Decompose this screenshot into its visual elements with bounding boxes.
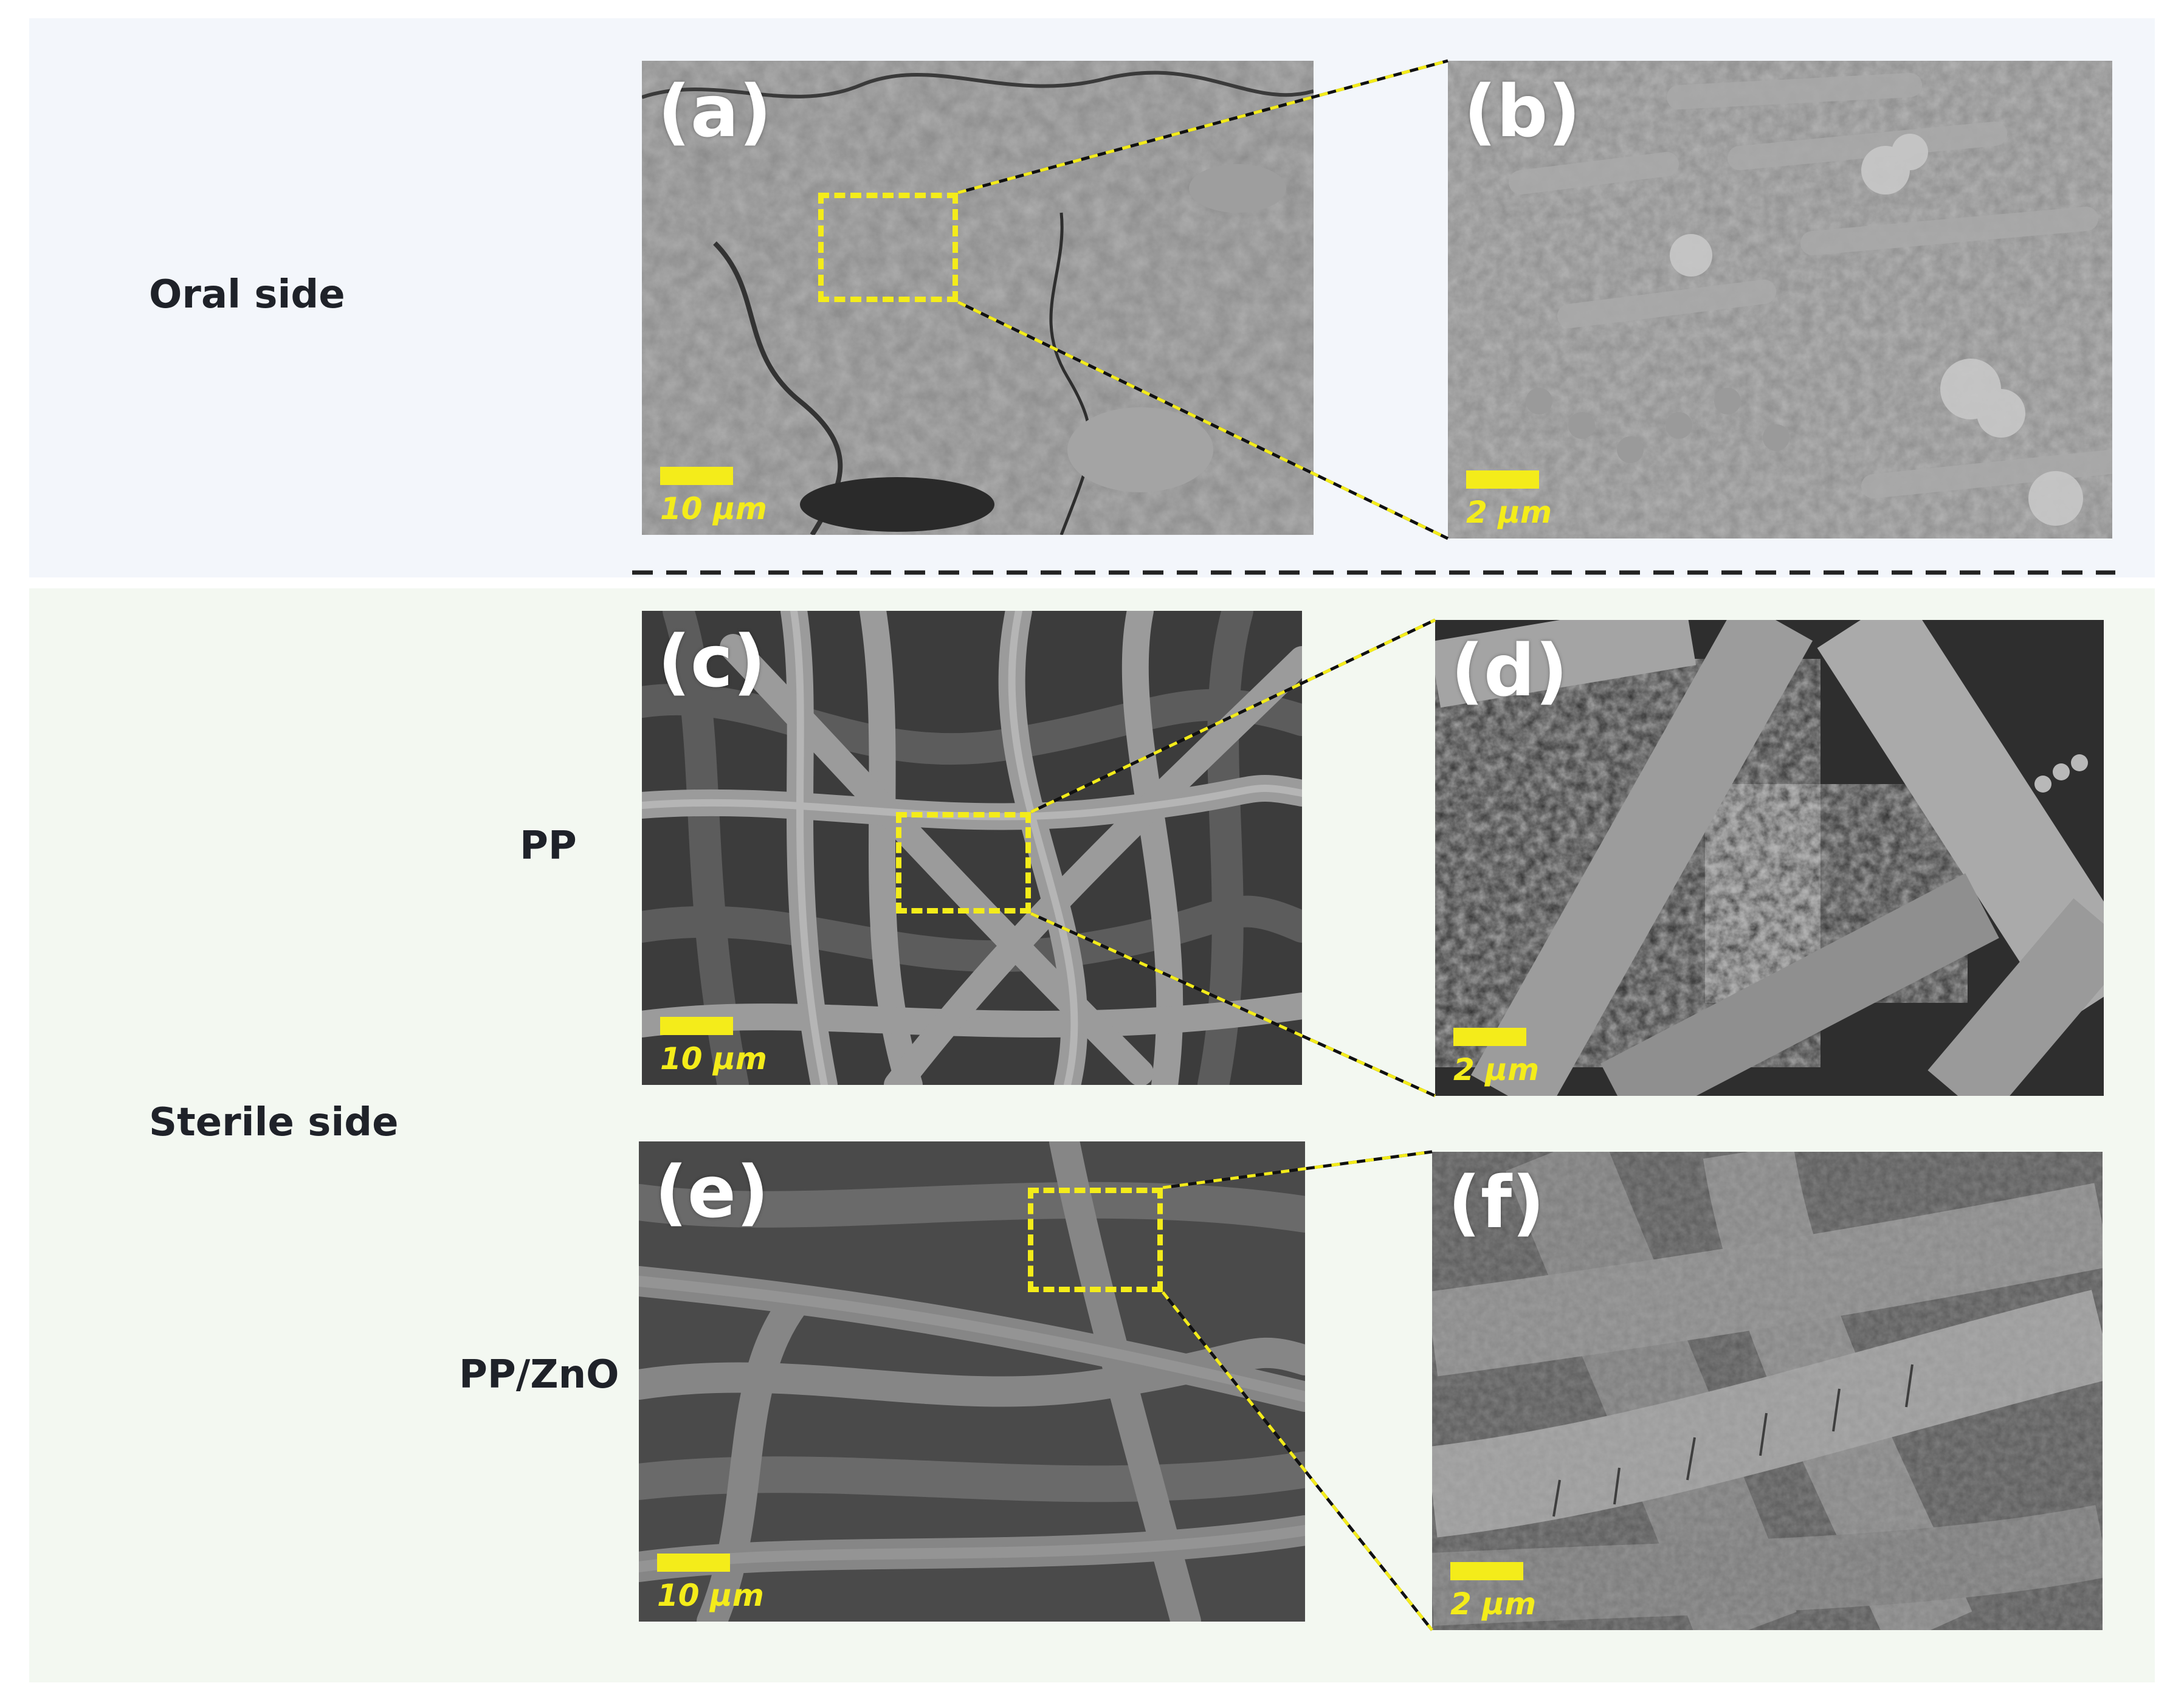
scale-bar-line-c: [660, 1017, 733, 1035]
scale-bar-text-d: 2 μm: [1453, 1052, 1540, 1087]
panel-label-a: (a): [658, 69, 772, 153]
sem-image-d: (d) 2 μm: [1435, 620, 2104, 1096]
sem-texture-f: [1432, 1152, 2103, 1630]
scale-bar-f: 2 μm: [1450, 1562, 1536, 1622]
zoom-box-a: [818, 193, 958, 302]
zoom-box-e: [1028, 1188, 1163, 1292]
panel-label-c: (c): [658, 619, 766, 703]
sem-image-b: (b) 2 μm: [1448, 61, 2112, 539]
sem-image-f: (f) 2 μm: [1432, 1152, 2103, 1630]
panel-label-f: (f): [1448, 1160, 1545, 1244]
scale-bar-text-e: 10 μm: [657, 1578, 764, 1613]
sem-image-e: (e) 10 μm: [639, 1141, 1305, 1622]
scale-bar-d: 2 μm: [1453, 1028, 1539, 1087]
oral-side-label: Oral side: [149, 272, 345, 317]
sem-image-a: (a) 10 μm: [642, 61, 1314, 535]
scale-bar-text-f: 2 μm: [1450, 1586, 1537, 1622]
sterile-side-label: Sterile side: [149, 1100, 399, 1145]
scale-bar-b: 2 μm: [1466, 470, 1552, 530]
sample-label-pp: PP: [520, 824, 577, 869]
sem-image-c: (c) 10 μm: [642, 611, 1302, 1085]
scale-bar-a: 10 μm: [660, 467, 767, 526]
scale-bar-line-b: [1466, 470, 1539, 489]
scale-bar-line-d: [1453, 1028, 1526, 1046]
scale-bar-text-c: 10 μm: [660, 1041, 767, 1076]
sample-label-pp-zno: PP/ZnO: [459, 1352, 619, 1397]
scale-bar-line-e: [657, 1554, 730, 1572]
scale-bar-text-b: 2 μm: [1466, 495, 1552, 530]
panel-label-b: (b): [1464, 69, 1581, 153]
scale-bar-e: 10 μm: [657, 1554, 764, 1613]
panel-label-d: (d): [1451, 628, 1568, 712]
scale-bar-c: 10 μm: [660, 1017, 767, 1076]
sem-texture-b: [1448, 61, 2112, 539]
scale-bar-line-f: [1450, 1562, 1523, 1580]
scale-bar-line-a: [660, 467, 733, 485]
panel-label-e: (e): [655, 1150, 769, 1234]
sem-texture-d: [1435, 620, 2104, 1096]
scale-bar-text-a: 10 μm: [660, 491, 767, 526]
zoom-box-c: [896, 812, 1031, 914]
